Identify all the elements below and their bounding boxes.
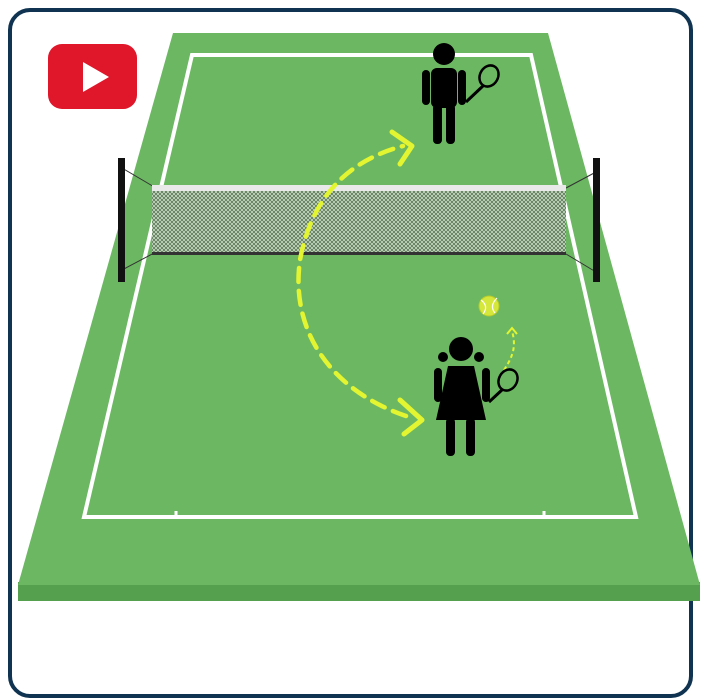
tennis-ball-icon: [479, 296, 499, 316]
net-top-tape: [152, 185, 566, 191]
video-play-button[interactable]: [48, 44, 137, 109]
court-surface: [18, 33, 700, 585]
video-play-icon: [83, 62, 109, 92]
tennis-net: [152, 188, 566, 254]
net-post-left: [118, 158, 125, 282]
net-post-right: [593, 158, 600, 282]
net-bottom-cord: [152, 252, 566, 255]
